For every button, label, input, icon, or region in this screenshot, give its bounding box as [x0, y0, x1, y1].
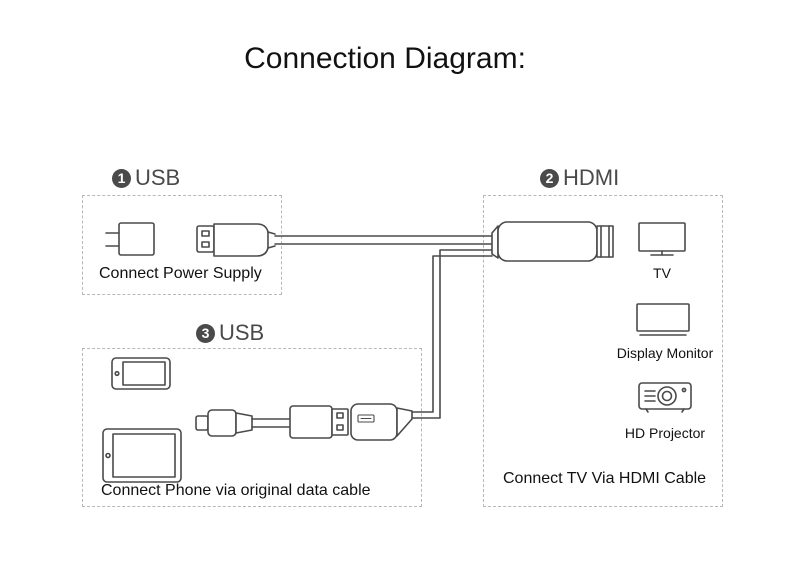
tv-icon — [638, 222, 686, 256]
tablet-icon — [102, 428, 182, 483]
section-label: USB — [135, 165, 181, 190]
number-badge: 2 — [540, 168, 559, 188]
split-cable — [411, 249, 493, 419]
section-header-usb-phone: 3 USB — [196, 320, 264, 346]
section-label: HDMI — [563, 165, 620, 190]
phone-data-cable — [195, 409, 291, 437]
section-label: USB — [219, 320, 265, 345]
phone-caption: Connect Phone via original data cable — [101, 482, 371, 499]
tv-label: TV — [653, 265, 671, 281]
hdmi-plug-icon — [491, 221, 614, 262]
monitor-icon — [636, 303, 690, 336]
phone-box — [82, 348, 422, 507]
projector-icon — [638, 382, 692, 413]
hdmi-box — [483, 195, 723, 507]
power-supply-box — [82, 195, 282, 295]
phone-usb-plug-icon — [289, 405, 349, 439]
phone-icon — [111, 357, 171, 390]
section-header-hdmi: 2 HDMI — [540, 165, 619, 191]
number-badge: 1 — [112, 168, 131, 188]
power-cable — [274, 235, 493, 245]
usb-plug-icon — [196, 223, 276, 257]
hdmi-caption: Connect TV Via HDMI Cable — [503, 470, 707, 487]
usb-adapter-icon — [350, 403, 413, 441]
projector-label: HD Projector — [624, 425, 706, 441]
page-title: Connection Diagram: — [244, 42, 526, 75]
section-header-usb-power: 1 USB — [112, 165, 180, 191]
number-badge: 3 — [196, 323, 215, 343]
wall-adapter-icon — [105, 222, 155, 256]
power-supply-caption: Connect Power Supply — [99, 265, 262, 282]
monitor-label: Display Monitor — [616, 345, 714, 361]
